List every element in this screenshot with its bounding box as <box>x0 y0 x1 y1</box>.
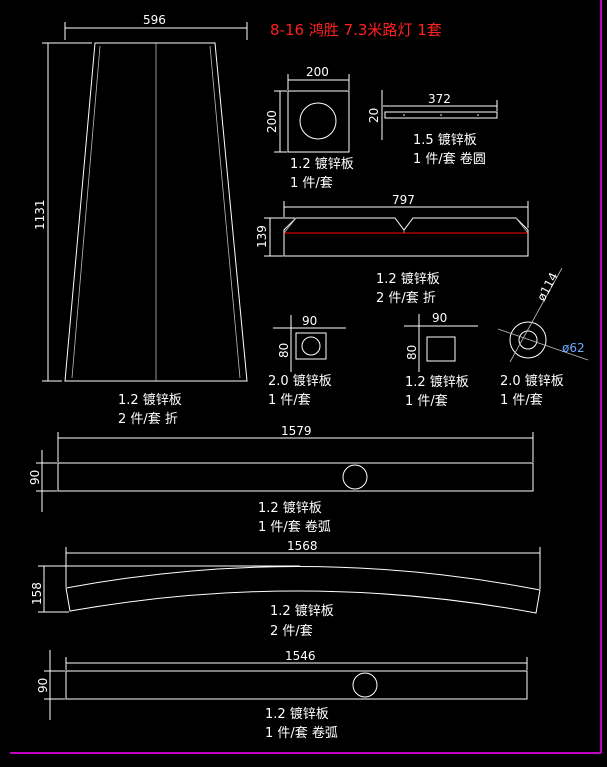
dim-length: 1568 <box>287 539 318 553</box>
quantity-label: 2 件/套 折 <box>376 290 436 306</box>
quantity-label: 1 件/套 <box>290 175 333 191</box>
quantity-label: 1 件/套 卷圆 <box>413 151 486 167</box>
material-label: 1.2 镀锌板 <box>270 603 334 619</box>
material-label: 1.2 镀锌板 <box>376 271 440 287</box>
dim-height: 20 <box>367 108 381 123</box>
part-bar-1546: 1546 90 1.2 镀锌板 1 件/套 卷弧 <box>36 649 528 741</box>
material-label: 1.2 镀锌板 <box>258 500 322 516</box>
dim-inner-diameter: ø62 <box>562 341 585 355</box>
part-ring: ø114 ø62 2.0 镀锌板 1 件/套 <box>497 267 589 408</box>
material-label: 1.2 镀锌板 <box>265 706 329 722</box>
part-small-plate-hole: 90 80 2.0 镀锌板 1 件/套 <box>268 314 346 408</box>
dim-height: 200 <box>265 110 279 133</box>
material-label: 2.0 镀锌板 <box>500 373 564 389</box>
dim-height: 158 <box>30 582 44 605</box>
material-label: 2.0 镀锌板 <box>268 373 332 389</box>
part-trapezoid-panel: 596 1131 1.2 镀锌板 2 件/套 折 <box>33 13 248 427</box>
quantity-label: 1 件/套 <box>268 392 311 408</box>
material-label: 1.5 镀锌板 <box>413 132 477 148</box>
material-label: 1.2 镀锌板 <box>290 156 354 172</box>
quantity-label: 2 件/套 <box>270 623 313 639</box>
dim-height: 80 <box>277 343 291 358</box>
part-folded-strip: 797 139 1.2 镀锌板 2 件/套 折 <box>255 193 529 306</box>
part-small-plate: 90 80 1.2 镀锌板 1 件/套 <box>404 311 478 409</box>
dim-width: 596 <box>143 13 166 27</box>
material-label: 1.2 镀锌板 <box>405 374 469 390</box>
quantity-label: 2 件/套 折 <box>118 411 178 427</box>
dim-length: 1546 <box>285 649 316 663</box>
part-strip: 372 20 1.5 镀锌板 1 件/套 卷圆 <box>367 90 498 167</box>
dim-height: 1131 <box>33 199 47 230</box>
dim-length: 372 <box>428 92 451 106</box>
dim-width: 90 <box>302 314 317 328</box>
part-arc-1568: 1568 158 1.2 镀锌板 2 件/套 <box>30 539 541 639</box>
dim-width: 200 <box>306 65 329 79</box>
dim-height: 80 <box>405 345 419 360</box>
quantity-label: 1 件/套 <box>405 393 448 409</box>
material-label: 1.2 镀锌板 <box>118 392 182 408</box>
dim-height: 139 <box>255 225 269 248</box>
dim-height: 90 <box>36 678 50 693</box>
part-square-plate: 200 200 1.2 镀锌板 1 件/套 <box>265 65 354 191</box>
part-bar-1579: 1579 90 1.2 镀锌板 1 件/套 卷弧 <box>28 424 534 535</box>
drawing-title: 8-16 鸿胜 7.3米路灯 1套 <box>270 21 442 39</box>
dim-length: 797 <box>392 193 415 207</box>
dim-width: 90 <box>432 311 447 325</box>
dim-length: 1579 <box>281 424 312 438</box>
quantity-label: 1 件/套 卷弧 <box>258 519 331 535</box>
quantity-label: 1 件/套 <box>500 392 543 408</box>
dim-height: 90 <box>28 470 42 485</box>
quantity-label: 1 件/套 卷弧 <box>265 725 338 741</box>
